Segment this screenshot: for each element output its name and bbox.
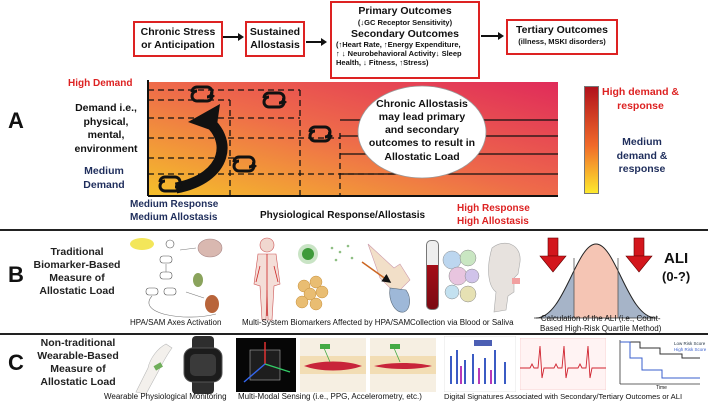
flow-arrow-2 xyxy=(306,38,327,46)
right-quartile-arrow xyxy=(625,237,653,273)
ali-range: (0-?) xyxy=(662,268,691,284)
medium-demand-1: Medium xyxy=(84,165,124,177)
demand-desc-3: mental, xyxy=(87,129,125,142)
legend-high-label: High demand & response xyxy=(602,86,679,113)
sustained-allostasis-box: Sustained Allostasis xyxy=(245,21,305,57)
body-biomarkers-figure xyxy=(253,237,281,321)
section-c-label: C xyxy=(8,350,24,375)
demand-desc-1: Demand i.e., xyxy=(75,102,137,114)
ellipse-text: Chronic Allostasis may lead primary and … xyxy=(359,98,485,164)
wearable-device-image xyxy=(183,336,223,394)
ellipse-line-2: may lead primary xyxy=(378,111,466,124)
activity-signal-chart xyxy=(444,336,516,392)
b-side-3: Measure of xyxy=(49,272,105,285)
ellipse-line-1: Chronic Allostasis xyxy=(376,98,468,110)
medium-demand-2: Demand xyxy=(83,178,125,191)
ellipse-line-3: and secondary xyxy=(384,124,460,137)
c-caption-1: Wearable Physiological Monitoring xyxy=(104,392,227,401)
x-label-mid: Physiological Response/Allostasis xyxy=(260,210,426,221)
b-side-1: Traditional xyxy=(50,246,104,258)
ellipse-line-5: Allostatic Load xyxy=(384,150,460,163)
saliva-face xyxy=(488,242,521,313)
b-cap4-2: Based High-Risk Quartile Method) xyxy=(540,323,662,333)
demand-desc-4: environment xyxy=(74,142,138,155)
c-side-4: Allostatic Load xyxy=(40,376,116,389)
flow-arrow-1 xyxy=(223,33,244,41)
secondary-line-2: ↑ ↓ Neurobehavioral Activity↓ Sleep xyxy=(336,49,462,59)
tertiary-outcomes-box: Tertiary Outcomes (illness, MSKI disorde… xyxy=(506,19,618,55)
legend-high-1: High demand & xyxy=(602,86,680,98)
color-legend-bar xyxy=(584,86,599,194)
secondary-line-3: Health, ↓ Fitness, ↑Stress) xyxy=(336,58,429,68)
b-caption-1: HPA/SAM Axes Activation xyxy=(130,318,222,327)
high-demand-label: High Demand xyxy=(68,78,133,89)
b-caption-4: Calculation of the ALI (i.e., Count- Bas… xyxy=(540,314,661,333)
chronic-stress-box: Chronic Stress or Anticipation xyxy=(133,21,223,57)
ali-distribution-chart xyxy=(534,237,658,319)
outcomes-box: Primary Outcomes (↓GC Receptor Sensitivi… xyxy=(330,1,480,79)
primary-outcomes-sub: (↓GC Receptor Sensitivity) xyxy=(357,17,453,27)
b-side-2: Biomarker-Based xyxy=(33,259,121,272)
x-left-2: Medium Allostasis xyxy=(130,212,218,223)
km-legend: Low Risk Score High Risk Score xyxy=(674,341,706,354)
ali-title: ALI xyxy=(664,250,689,267)
section-b-description: Traditional Biomarker-Based Measure of A… xyxy=(32,246,122,299)
section-a-label: A xyxy=(8,108,24,133)
b-caption-2: Multi-System Biomarkers Affected by HPA/… xyxy=(242,318,411,327)
divider-a-b xyxy=(0,229,708,231)
chronic-stress-label: Chronic Stress or Anticipation xyxy=(140,26,216,51)
legend-high-2: response xyxy=(617,99,664,112)
left-quartile-arrow xyxy=(539,237,567,273)
hpa-sam-diagram xyxy=(126,234,236,324)
ecg-signal-chart xyxy=(520,338,606,390)
demand-desc-2: physical, xyxy=(83,115,129,128)
kaplan-meier-chart xyxy=(612,336,702,392)
section-b-label: B xyxy=(8,262,24,287)
saliva-cells xyxy=(442,249,480,303)
allostasis-plot xyxy=(147,80,558,197)
secondary-outcomes-title: Secondary Outcomes xyxy=(351,27,459,40)
chronic-allostasis-ellipse xyxy=(357,85,487,179)
c-side-2: Wearable-Based xyxy=(37,350,119,363)
biomarker-cells xyxy=(295,244,354,311)
c-caption-3: Digital Signatures Associated with Secon… xyxy=(444,392,683,401)
c-side-3: Measure of xyxy=(50,363,106,376)
b-side-4: Allostatic Load xyxy=(39,285,115,298)
ellipse-line-4: outcomes to result in xyxy=(368,137,476,150)
legend-medium-label: Medium demand & response xyxy=(610,136,674,177)
blood-tube xyxy=(426,240,439,310)
primary-outcomes-title: Primary Outcomes xyxy=(358,5,452,17)
x-label-left: Medium Response Medium Allostasis xyxy=(130,198,218,224)
demand-description: Demand i.e., physical, mental, environme… xyxy=(70,102,142,157)
legend-med-2: demand & xyxy=(616,149,668,162)
legend-med-1: Medium xyxy=(622,136,662,148)
secondary-line-1: (↑Heart Rate, ↑Energy Expenditure, xyxy=(336,40,461,50)
x-right-1: High Response xyxy=(457,203,530,214)
divider-b-c xyxy=(0,333,708,335)
section-c-description: Non-traditional Wearable-Based Measure o… xyxy=(32,337,124,390)
x-label-right: High Response High Allostasis xyxy=(457,202,530,228)
arm-wearable-image xyxy=(135,343,173,394)
km-xlabel: Time xyxy=(656,385,667,391)
c-caption-2: Multi-Modal Sensing (i.e., PPG, Accelero… xyxy=(238,392,422,401)
km-legend-high: High Risk Score xyxy=(674,347,707,353)
b-cap4-1: Calculation of the ALI (i.e., Count- xyxy=(540,314,661,323)
ali-label: ALI (0-?) xyxy=(662,250,690,285)
km-legend-low: Low Risk Score xyxy=(674,341,706,346)
legend-med-3: response xyxy=(618,163,666,176)
ppg-sensing-panel-1 xyxy=(300,338,366,392)
tertiary-outcomes-sub: (illness, MSKI disorders) xyxy=(518,36,606,46)
flow-arrow-3 xyxy=(481,32,504,40)
ppg-sensing-panel-2 xyxy=(370,338,436,392)
multi-modal-sensor-image xyxy=(236,338,296,392)
c-side-1: Non-traditional xyxy=(40,337,116,349)
x-right-2: High Allostasis xyxy=(457,216,529,227)
blood-collection-hand xyxy=(361,243,411,313)
tertiary-outcomes-title: Tertiary Outcomes xyxy=(515,24,608,36)
x-left-1: Medium Response xyxy=(130,199,219,210)
b-caption-3: Collection via Blood or Saliva xyxy=(410,318,514,327)
sustained-allostasis-label: Sustained Allostasis xyxy=(249,26,301,51)
medium-demand-label: Medium Demand xyxy=(78,165,130,192)
